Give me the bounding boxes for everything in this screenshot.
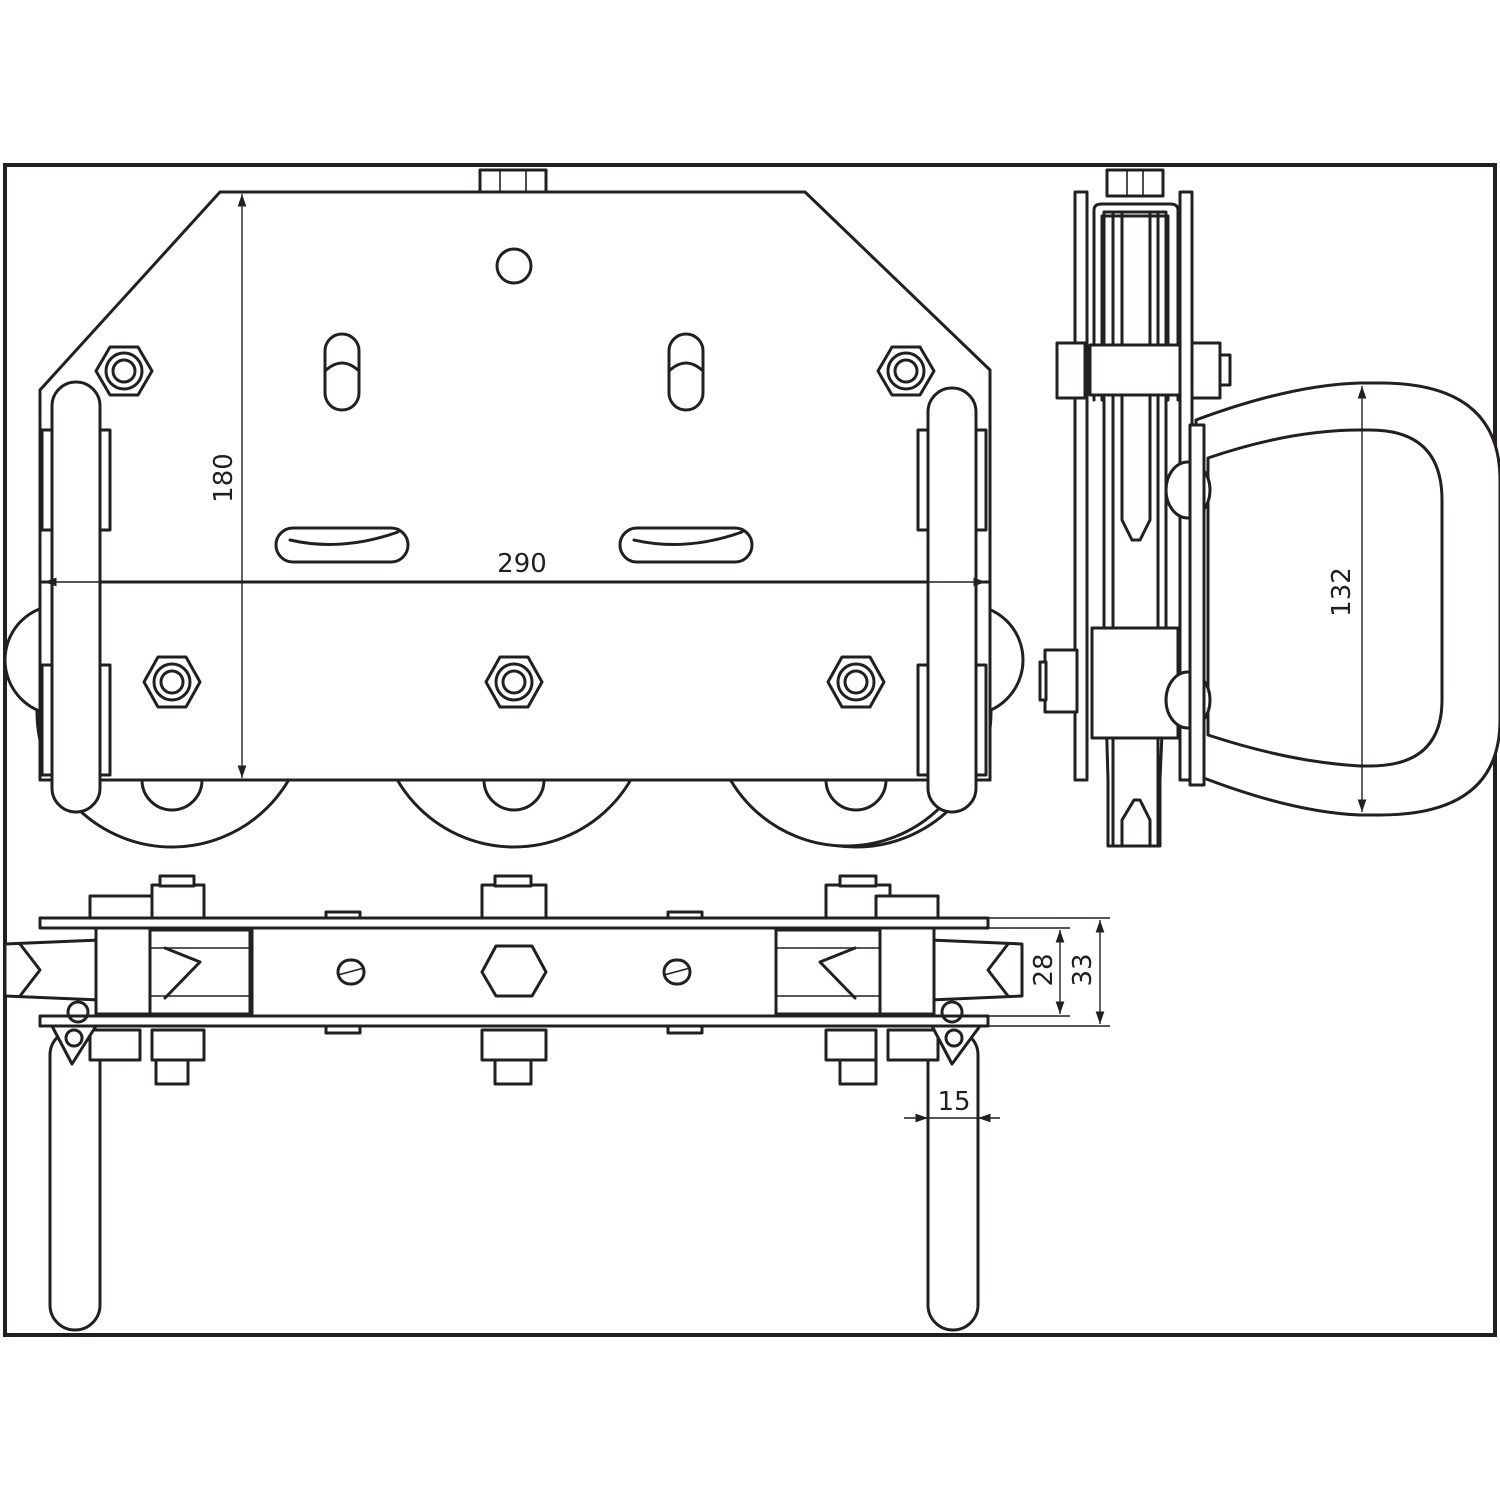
- dim-label-132: 132: [1327, 567, 1357, 617]
- dim-label-180: 180: [209, 453, 239, 503]
- center-hole: [495, 247, 533, 285]
- vertical-slot-right: [667, 332, 705, 412]
- vertical-slot-left: [323, 332, 361, 412]
- front-top-nut: [478, 168, 548, 194]
- side-view: 132: [1038, 168, 1500, 848]
- front-view: 180 290: [3, 168, 1025, 849]
- top-view: 28 33 15: [3, 874, 1110, 1332]
- horizontal-slot-left: [274, 526, 410, 564]
- dim-label-33: 33: [1068, 953, 1098, 986]
- handle-rod-right: [926, 386, 978, 814]
- top-handle-rod-left: [48, 1028, 102, 1332]
- handle-rod-left: [50, 380, 102, 814]
- top-center-nut: [480, 944, 548, 998]
- dim-label-28: 28: [1029, 953, 1059, 986]
- top-handle-rod-right: [926, 1028, 980, 1332]
- dim-label-15: 15: [937, 1087, 970, 1117]
- top-plate-lower: [38, 1014, 990, 1028]
- dim-label-290: 290: [497, 549, 547, 579]
- horizontal-slot-right: [618, 526, 754, 564]
- front-nuts: [94, 345, 936, 709]
